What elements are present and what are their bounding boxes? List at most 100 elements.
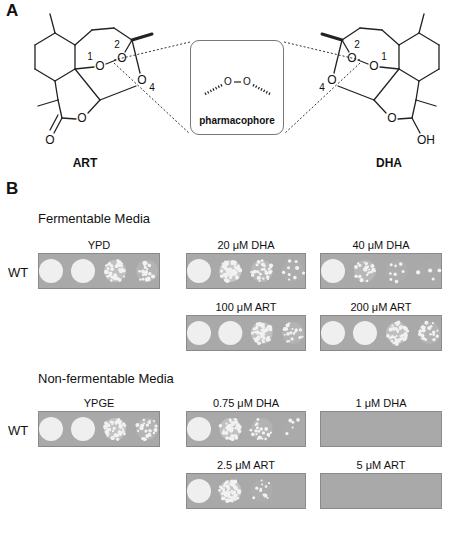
yeast-colony	[233, 273, 235, 275]
yeast-colony	[391, 335, 395, 339]
yeast-colony	[258, 435, 262, 439]
yeast-colony	[436, 335, 439, 338]
yeast-colony	[393, 327, 396, 330]
yeast-colony	[228, 424, 232, 428]
yeast-colony	[260, 488, 262, 490]
yeast-colony	[373, 270, 376, 273]
yeast-colony	[286, 323, 290, 327]
yeast-colony	[224, 278, 228, 282]
yeast-colony	[261, 480, 263, 482]
condition-label: 0.75 μM DHA	[186, 396, 306, 411]
yeast-colony	[355, 275, 357, 277]
yeast-colony	[416, 270, 420, 274]
yeast-colony	[255, 433, 257, 435]
yeast-colony	[239, 490, 242, 493]
yeast-colony	[148, 272, 152, 276]
yeast-colony	[231, 260, 235, 264]
yeast-colony	[235, 421, 238, 424]
plate-background	[187, 254, 306, 289]
yeast-spot	[39, 259, 63, 283]
yeast-spot-faint	[282, 418, 304, 440]
yeast-colony	[427, 326, 431, 330]
yeast-colony	[146, 279, 149, 282]
yeast-colony	[119, 270, 122, 273]
yeast-colony	[287, 266, 290, 269]
yeast-colony	[222, 265, 225, 268]
yeast-colony	[403, 326, 407, 330]
yeast-colony	[405, 336, 408, 339]
yeast-colony	[291, 328, 293, 330]
yeast-colony	[224, 431, 228, 435]
atom-number: 2	[114, 40, 120, 50]
yeast-colony	[120, 270, 123, 273]
yeast-colony	[367, 271, 370, 274]
yeast-colony	[254, 429, 257, 432]
yeast-colony	[270, 432, 272, 434]
yeast-colony	[366, 280, 369, 283]
yeast-colony	[361, 278, 363, 280]
yeast-colony	[389, 272, 392, 275]
yeast-colony	[295, 266, 299, 270]
yeast-colony	[115, 421, 117, 423]
spot-plate	[186, 315, 306, 351]
yeast-colony	[108, 262, 111, 265]
atom-number: 4	[319, 83, 325, 93]
yeast-spot	[353, 321, 377, 345]
yeast-colony	[259, 273, 262, 276]
yeast-colony	[142, 278, 145, 281]
yeast-colony	[122, 428, 124, 430]
yeast-spot-faint	[251, 418, 273, 440]
yeast-colony	[118, 261, 121, 264]
yeast-colony	[286, 332, 290, 336]
yeast-colony	[104, 270, 108, 274]
yeast-colony	[149, 420, 151, 422]
yeast-colony	[225, 273, 229, 277]
yeast-colony	[117, 418, 120, 421]
yeast-colony	[370, 271, 373, 274]
yeast-colony	[257, 418, 260, 421]
yeast-colony	[398, 340, 401, 343]
yeast-colony	[401, 334, 404, 337]
atom-label: O	[137, 74, 146, 86]
yeast-colony	[232, 491, 236, 495]
yeast-colony	[253, 270, 257, 274]
plate-background	[187, 474, 306, 509]
yeast-colony	[406, 329, 409, 332]
plate-background	[39, 254, 160, 289]
spot-plate	[320, 473, 442, 509]
yeast-colony	[238, 425, 242, 429]
plate-background	[39, 412, 160, 447]
yeast-colony	[265, 485, 268, 488]
atom-number: 1	[381, 52, 387, 62]
yeast-colony	[258, 261, 261, 264]
plate-background	[321, 316, 442, 351]
yeast-spot-faint	[136, 260, 158, 282]
yeast-colony	[233, 485, 237, 489]
yeast-colony	[143, 261, 146, 264]
yeast-colony	[354, 265, 358, 269]
plate-panel: 200 μM ART	[320, 300, 442, 351]
yeast-colony	[237, 490, 241, 494]
yeast-colony	[116, 264, 119, 267]
yeast-colony	[148, 433, 151, 436]
yeast-colony	[103, 425, 106, 428]
yeast-colony	[262, 339, 265, 342]
condition-label: YPGE	[38, 396, 160, 411]
yeast-colony	[264, 427, 268, 431]
plate-background	[321, 474, 442, 509]
yeast-colony	[223, 429, 225, 431]
yeast-colony	[238, 268, 242, 272]
atom-number: 2	[354, 40, 360, 50]
yeast-colony	[263, 336, 266, 339]
yeast-colony	[144, 272, 148, 276]
yeast-colony	[249, 429, 252, 432]
yeast-colony	[114, 434, 117, 437]
yeast-colony	[390, 278, 393, 281]
yeast-colony	[432, 338, 435, 341]
yeast-colony	[153, 420, 155, 422]
atom-label: O	[369, 60, 378, 72]
yeast-colony	[399, 328, 401, 330]
yeast-colony	[429, 333, 431, 335]
yeast-colony	[111, 436, 115, 440]
compound-name: ART	[73, 157, 98, 169]
